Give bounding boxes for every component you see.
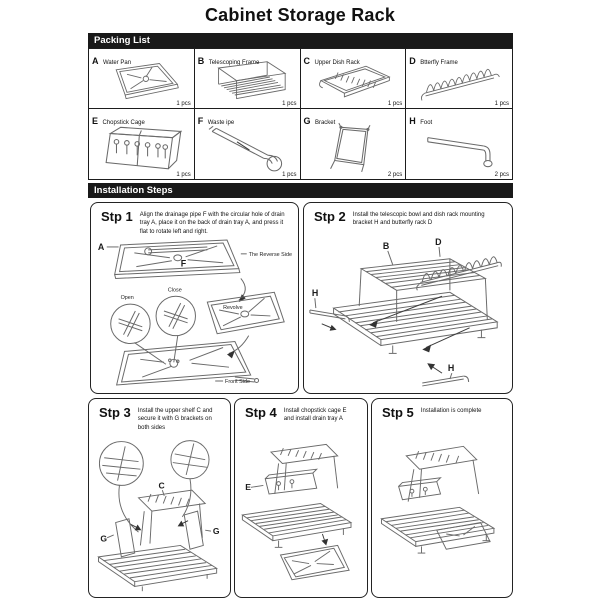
part-letter: F <box>197 116 204 126</box>
step1-label-a: A <box>98 242 105 252</box>
packing-item-title: B Telescoping Frame <box>198 51 260 69</box>
step1-front-side-label: Front Side <box>225 379 250 385</box>
step-4-label: Stp 4 <box>245 405 277 420</box>
part-name: Btterfly Frame <box>420 60 458 66</box>
part-letter: G <box>303 116 311 126</box>
step2-label-d: D <box>435 237 442 247</box>
packing-item-water-pan: A Water Pan 1 pcs <box>89 49 195 109</box>
step4-label-e: E <box>245 482 251 492</box>
part-letter: H <box>409 116 416 126</box>
step3-label-g-right: G <box>213 526 220 536</box>
chopstick-cage-illustration <box>105 126 183 170</box>
step-4-box: Stp 4 Install chopstick cage E and insta… <box>234 398 368 598</box>
step-2-label: Stp 2 <box>314 209 346 224</box>
part-qty: 2 pcs <box>387 172 403 178</box>
step-1-label: Stp 1 <box>101 209 133 224</box>
step2-label-h-left: H <box>312 288 318 298</box>
part-name: Waste ipe <box>207 120 235 126</box>
step-2-head: Stp 2 Install the telescopic bowl and di… <box>304 203 512 228</box>
part-name: Foot <box>420 120 433 126</box>
installation-steps-header: Installation Steps <box>88 183 513 198</box>
packing-item-chopstick-cage: E Chopstick Cage 1 pcs <box>89 109 195 179</box>
part-qty: 1 pcs <box>176 172 191 178</box>
packing-list-grid: A Water Pan 1 pcs B Telescoping Frame <box>88 48 513 180</box>
packing-item-butterfly-frame: D Btterfly Frame 1 pcs <box>406 49 512 109</box>
bracket-illustration <box>329 122 370 173</box>
step-3-box: Stp 3 Install the upper shelf C and secu… <box>88 398 231 598</box>
upper-dish-rack-illustration <box>318 65 391 98</box>
butterfly-frame-illustration <box>421 68 501 101</box>
packing-list-header: Packing List <box>88 33 513 48</box>
step-1-box: Stp 1 Align the drainage pipe F with the… <box>90 202 299 394</box>
packing-item-upper-dish-rack: C Upper Dish Rack 1 pcs <box>300 49 407 109</box>
step1-label-f: F <box>181 259 187 269</box>
part-letter: E <box>92 116 99 126</box>
part-name: Telescoping Frame <box>208 60 260 66</box>
packing-item-title: G Bracket <box>304 111 336 129</box>
part-name: Water Pan <box>102 60 132 66</box>
packing-item-title: A Water Pan <box>92 51 131 69</box>
step-2-box: Stp 2 Install the telescopic bowl and di… <box>303 202 513 394</box>
part-letter: C <box>303 56 311 66</box>
step-4-text: Install chopstick cage E and install dra… <box>283 408 347 423</box>
part-qty: 2 pcs <box>494 172 509 178</box>
waste-pipe-illustration <box>208 125 282 172</box>
part-qty: 1 pcs <box>282 101 297 107</box>
packing-item-title: F Waste ipe <box>198 111 234 129</box>
step1-reverse-side-label: The Reverse Side <box>249 252 292 258</box>
step-4-diagram: E <box>241 443 353 581</box>
part-qty: 1 pcs <box>282 172 297 178</box>
step-5-text: Installation is complete <box>420 408 482 414</box>
part-qty: 1 pcs <box>176 101 191 107</box>
step-1-diagram: A F The Reverse Side Open Close Revolve <box>98 239 292 386</box>
part-name: Chopstick Cage <box>102 120 145 126</box>
part-qty: 1 pcs <box>387 101 403 107</box>
packing-item-telescoping-frame: B Telescoping Frame 1 pcs <box>194 49 301 109</box>
step2-label-h-right: H <box>448 363 454 373</box>
step1-open-label: Open <box>121 295 134 301</box>
step3-label-c: C <box>159 480 165 490</box>
step-5-diagram <box>380 445 496 554</box>
step-3-text: Install the upper shelf C and secure it … <box>137 408 213 431</box>
packing-item-bracket: G Bracket 2 pcs <box>301 109 407 179</box>
step3-label-g-left: G <box>100 534 107 544</box>
step-3-head: Stp 3 Install the upper shelf C and secu… <box>89 399 230 432</box>
step-2-diagram: B D <box>309 237 502 387</box>
part-name: Upper Dish Rack <box>314 60 360 66</box>
step-2-text: Install the telescopic bowl and dish rac… <box>352 212 485 227</box>
step2-label-b: B <box>383 241 389 251</box>
page-title: Cabinet Storage Rack <box>204 5 396 25</box>
part-name: Bracket <box>314 120 336 126</box>
part-letter: D <box>409 56 416 66</box>
step-1-text: Align the drainage pipe F with the circu… <box>139 212 285 235</box>
step1-close-label: Close <box>168 287 182 293</box>
packing-item-waste-pipe: F Waste ipe 1 pcs <box>195 109 301 179</box>
telescoping-frame-illustration <box>217 61 287 100</box>
water-pan-illustration <box>115 63 179 100</box>
step-3-label: Stp 3 <box>99 405 131 420</box>
packing-item-foot: H Foot 2 pcs <box>406 109 512 179</box>
step-5-head: Stp 5 Installation is complete <box>372 399 512 419</box>
step-4-head: Stp 4 Install chopstick cage E and insta… <box>235 399 367 424</box>
step-5-box: Stp 5 Installation is complete <box>371 398 513 598</box>
part-letter: B <box>197 56 205 66</box>
step-3-diagram: C G G <box>97 440 220 592</box>
packing-item-title: C Upper Dish Rack <box>304 51 360 69</box>
step-1-head: Stp 1 Align the drainage pipe F with the… <box>91 203 298 236</box>
packing-item-title: D Btterfly Frame <box>409 51 458 69</box>
packing-item-title: E Chopstick Cage <box>92 111 145 129</box>
part-qty: 1 pcs <box>494 101 509 107</box>
foot-illustration <box>427 137 493 168</box>
part-letter: A <box>92 56 99 66</box>
step-5-label: Stp 5 <box>382 405 414 420</box>
packing-item-title: H Foot <box>409 111 432 129</box>
step1-revolve-label: Revolve <box>223 305 243 311</box>
